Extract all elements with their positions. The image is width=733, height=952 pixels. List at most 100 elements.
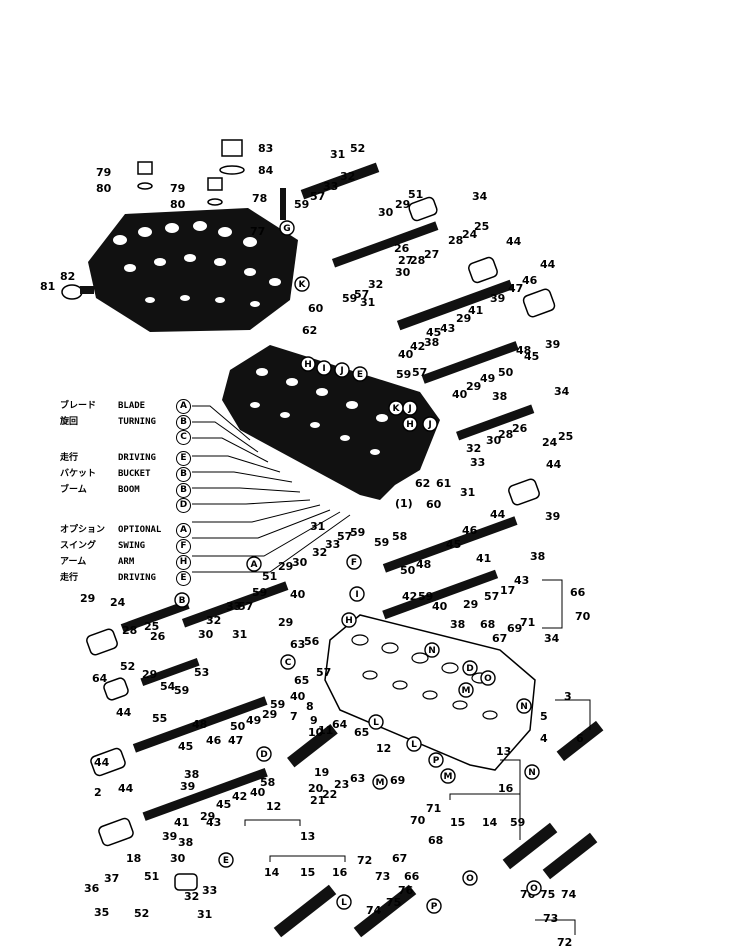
part-number: 73 <box>543 912 558 925</box>
part-number: 51 <box>408 188 423 201</box>
legend-jp: スイング <box>60 541 97 551</box>
svg-text:I: I <box>322 364 325 374</box>
callout-bubble: J <box>422 416 438 432</box>
part-number: 41 <box>468 304 483 317</box>
part-number: 61 <box>436 477 451 490</box>
part-number: 51 <box>144 870 159 883</box>
part-number: 78 <box>252 192 267 205</box>
part-number: 32 <box>340 170 355 183</box>
svg-text:D: D <box>260 750 267 760</box>
part-number: 18 <box>126 852 141 865</box>
part-number: 39 <box>490 292 505 305</box>
legend-en: ARM <box>118 557 135 567</box>
part-number: 28 <box>448 234 463 247</box>
part-number: 57 <box>238 600 253 613</box>
part-number: 52 <box>350 142 365 155</box>
callout-bubble: M <box>440 768 456 784</box>
part-number: 33 <box>226 600 241 613</box>
part-number: 7 <box>290 710 298 723</box>
part-number: 45 <box>524 350 539 363</box>
legend-code-circle: B <box>176 467 191 482</box>
part-number: 31 <box>460 486 475 499</box>
part-number: 27 <box>398 254 413 267</box>
callout-bubble: N <box>516 698 532 714</box>
legend-en: OPTIONAL <box>118 525 162 535</box>
spool-assembly-upper <box>300 162 556 506</box>
part-number: 30 <box>198 628 214 641</box>
part-number: 50 <box>230 720 246 733</box>
part-number: 40 <box>432 600 448 613</box>
part-number: 55 <box>152 712 167 725</box>
part-number: 59 <box>510 816 525 829</box>
callout-bubble: I <box>349 586 365 602</box>
legend-en: BLADE <box>118 401 146 411</box>
part-number: 62 <box>302 324 317 337</box>
part-number: 22 <box>322 788 337 801</box>
legend-en: DRIVING <box>118 573 156 583</box>
part-number: 71 <box>520 616 535 629</box>
legend-code-circle: E <box>176 451 191 466</box>
svg-text:L: L <box>373 718 379 728</box>
svg-text:N: N <box>528 768 536 778</box>
part-number: 50 <box>498 366 514 379</box>
part-number: 38 <box>424 336 439 349</box>
svg-text:P: P <box>431 902 438 912</box>
part-number: 24 <box>462 228 478 241</box>
callout-bubble: J <box>334 362 350 378</box>
svg-text:A: A <box>251 560 258 570</box>
part-number: 57 <box>316 666 331 679</box>
part-number: 40 <box>250 786 266 799</box>
part-number: 74 <box>561 888 577 901</box>
callout-bubble: K <box>388 400 404 416</box>
part-number: 34 <box>472 190 488 203</box>
part-number: 36 <box>84 882 100 895</box>
legend-jp: 走行 <box>60 453 79 463</box>
part-number: 69 <box>390 774 405 787</box>
part-number: 79 <box>96 166 111 179</box>
part-number: 14 <box>482 816 498 829</box>
part-number: 38 <box>184 768 199 781</box>
lower-valve-body <box>324 614 536 771</box>
part-number: 13 <box>300 830 315 843</box>
part-number: 68 <box>428 834 443 847</box>
upper-valve-body <box>88 208 298 332</box>
part-number: 57 <box>484 590 499 603</box>
svg-text:N: N <box>520 702 528 712</box>
part-number: 28 <box>498 428 513 441</box>
svg-text:G: G <box>283 224 290 234</box>
part-number: 81 <box>40 280 55 293</box>
part-number: 59 <box>396 368 411 381</box>
part-number: 15 <box>450 816 465 829</box>
part-number: 6 <box>576 732 584 745</box>
part-number: 77 <box>250 225 265 238</box>
part-number: 44 <box>116 706 132 719</box>
legend-code-circle: E <box>176 571 191 586</box>
part-number: 27 <box>424 248 439 261</box>
part-number: 39 <box>180 780 195 793</box>
part-number: 46 <box>522 274 538 287</box>
part-number: 25 <box>144 620 159 633</box>
legend-en: TURNING <box>118 417 156 427</box>
svg-text:M: M <box>376 778 385 788</box>
legend-en: DRIVING <box>118 453 156 463</box>
part-number: 26 <box>150 630 166 643</box>
legend-code-circle: H <box>176 555 191 570</box>
part-number: 30 <box>395 266 411 279</box>
part-number: 40 <box>452 388 468 401</box>
part-number: 70 <box>410 814 426 827</box>
part-number: 30 <box>292 556 308 569</box>
part-number: 16 <box>498 782 514 795</box>
part-number: 48 <box>416 558 431 571</box>
part-number: 82 <box>60 270 75 283</box>
part-number: 13 <box>496 745 511 758</box>
callout-bubble: N <box>424 642 440 658</box>
svg-text:O: O <box>530 884 538 894</box>
part-number: 31 <box>197 908 212 921</box>
part-number: 39 <box>545 510 560 523</box>
part-number: 66 <box>570 586 586 599</box>
part-number: 52 <box>120 660 135 673</box>
legend-jp: ブーム <box>60 485 87 495</box>
